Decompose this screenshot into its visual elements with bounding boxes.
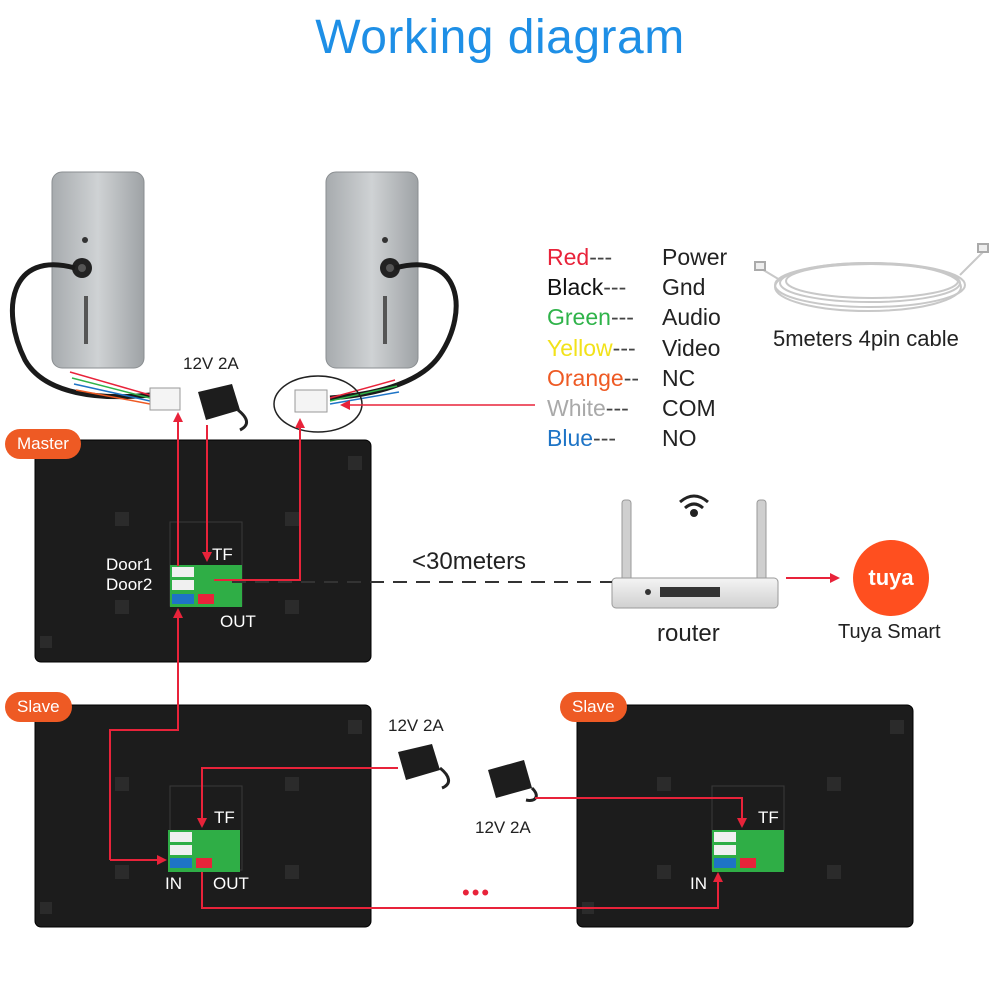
tuya-label: Tuya Smart bbox=[838, 621, 941, 643]
port-door1-label: Door1 bbox=[106, 555, 153, 574]
legend-color-name: Red bbox=[547, 244, 590, 270]
monitor-master bbox=[34, 439, 372, 663]
legend-row-no: Blue---NO bbox=[547, 423, 727, 453]
wire-power-slave2 bbox=[535, 797, 747, 828]
power-adapter-1 bbox=[198, 384, 248, 432]
port-tf-label-slave1: TF bbox=[214, 808, 235, 827]
cable-label: 5meters 4pin cable bbox=[773, 326, 959, 351]
legend-color-cell: Green--- bbox=[547, 302, 662, 332]
legend-function: Gnd bbox=[662, 274, 706, 301]
legend-row-power: Red---Power bbox=[547, 242, 727, 272]
legend-color-cell: Red--- bbox=[547, 242, 662, 272]
legend-row-com: White---COM bbox=[547, 393, 727, 423]
slave-badge-2: Slave bbox=[560, 692, 627, 722]
legend-color-cell: Black--- bbox=[547, 272, 662, 302]
legend-color-name: Yellow bbox=[547, 334, 613, 361]
legend-dash: --- bbox=[612, 334, 636, 361]
legend-function: NO bbox=[662, 425, 697, 452]
router-label: router bbox=[657, 620, 720, 647]
power-label-3: 12V 2A bbox=[475, 818, 531, 837]
legend-function: Video bbox=[662, 334, 721, 361]
power-label-2: 12V 2A bbox=[388, 716, 444, 735]
power-label-1: 12V 2A bbox=[183, 354, 239, 373]
port-in-label-slave1: IN bbox=[165, 874, 182, 893]
wire-doorbell2 bbox=[214, 418, 305, 581]
power-adapter-3 bbox=[488, 760, 538, 802]
port-tf-label-master: TF bbox=[212, 545, 233, 564]
legend-row-gnd: Black---Gnd bbox=[547, 272, 727, 302]
legend-row-audio: Green---Audio bbox=[547, 302, 727, 332]
port-door2-label: Door2 bbox=[106, 575, 153, 594]
wire-slave1-to-slave2 bbox=[201, 872, 723, 909]
legend-dash: -- bbox=[623, 364, 640, 391]
legend-dash: --- bbox=[589, 244, 613, 270]
master-badge: Master bbox=[5, 429, 81, 459]
legend-color-name: Orange bbox=[547, 364, 624, 391]
cable-coil bbox=[754, 243, 989, 312]
doorbell-2 bbox=[273, 171, 459, 433]
legend-color-name: Blue bbox=[547, 425, 594, 452]
port-out-label-slave1: OUT bbox=[213, 874, 249, 893]
doorbell-1 bbox=[10, 171, 181, 411]
wire-power-slave1 bbox=[197, 767, 398, 828]
slave-badge-1: Slave bbox=[5, 692, 72, 722]
legend-function: COM bbox=[662, 395, 716, 422]
page-title: Working diagram bbox=[315, 11, 685, 64]
router bbox=[611, 499, 779, 609]
legend-color-cell: White--- bbox=[547, 393, 662, 423]
port-tf-label-slave2: TF bbox=[758, 808, 779, 827]
port-in-label-slave2: IN bbox=[690, 874, 707, 893]
legend-color-cell: Orange-- bbox=[547, 363, 662, 393]
legend-row-nc: Orange--NC bbox=[547, 363, 727, 393]
monitor-slave-2 bbox=[576, 704, 914, 928]
legend-dash: --- bbox=[610, 304, 634, 331]
more-monitors-ellipsis: ••• bbox=[462, 880, 492, 905]
wifi-icon bbox=[679, 494, 709, 517]
power-adapter-2 bbox=[398, 744, 450, 790]
legend-color-cell: Yellow--- bbox=[547, 333, 662, 363]
legend-dash: --- bbox=[603, 274, 627, 301]
legend-color-name: Black bbox=[547, 274, 604, 301]
distance-label: <30meters bbox=[412, 548, 527, 575]
legend-dash: --- bbox=[593, 425, 617, 452]
legend-row-video: Yellow---Video bbox=[547, 333, 727, 363]
legend-function: Audio bbox=[662, 304, 721, 331]
legend-function: Power bbox=[662, 244, 728, 270]
legend-color-cell: Blue--- bbox=[547, 423, 662, 453]
legend-function: NC bbox=[662, 364, 696, 391]
legend-color-name: White bbox=[547, 395, 606, 422]
legend-dash: --- bbox=[605, 395, 629, 422]
legend-color-name: Green bbox=[547, 304, 611, 331]
port-out-label-master: OUT bbox=[220, 612, 256, 631]
tuya-logo: tuya bbox=[853, 540, 929, 616]
wire-master-to-slave1 bbox=[109, 608, 183, 865]
